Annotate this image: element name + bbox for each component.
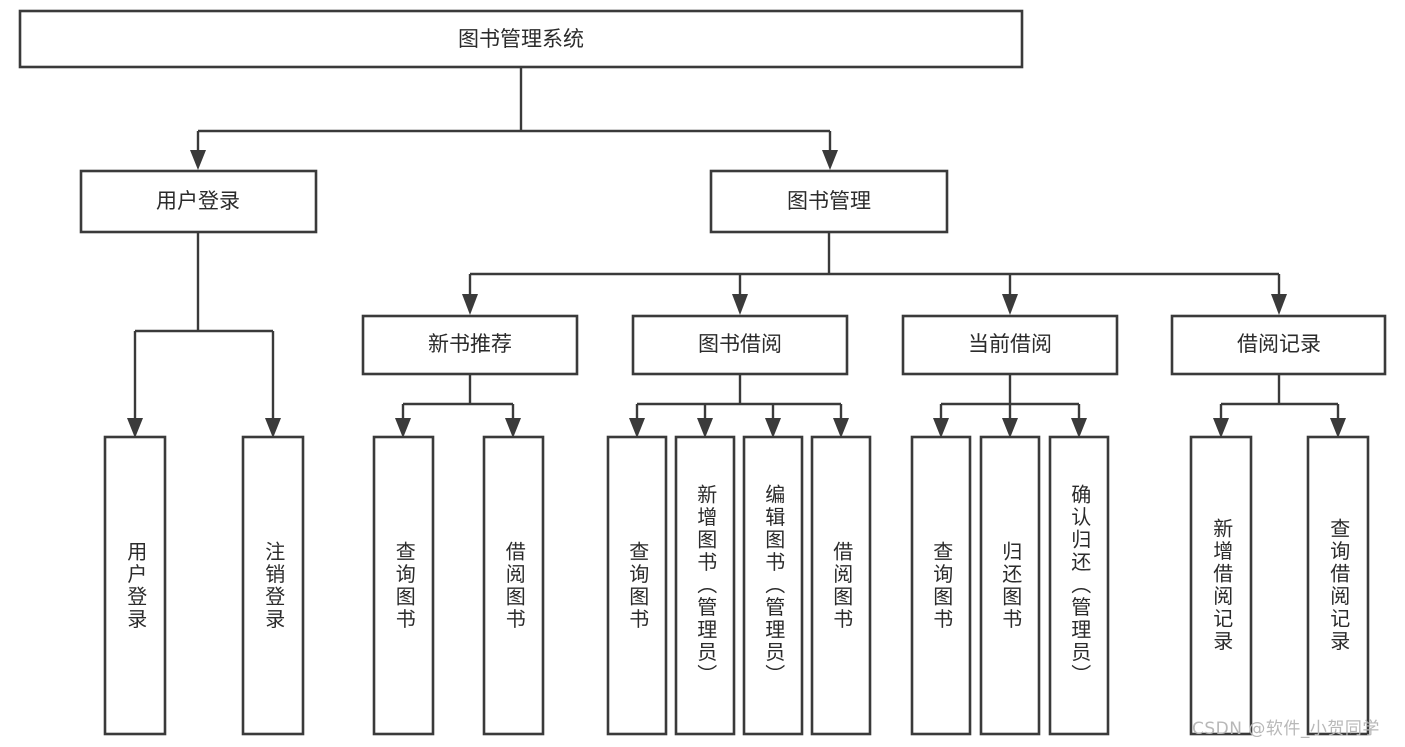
arrow-head-icon [732,294,748,315]
leaf-box-book-borrow-3[interactable] [810,435,872,736]
arrow-head-icon [505,418,521,438]
arrow-head-icon [127,418,143,438]
node-user-login-box [79,169,318,234]
leaf-box-user-login-1[interactable] [241,435,305,736]
arrow-head-icon [462,294,478,315]
arrow-head-icon [629,418,645,438]
arrow-head-icon [1271,294,1287,315]
arrow-head-icon [395,418,411,438]
leaf-box-borrow-record-0[interactable] [1189,435,1253,736]
arrow-head-icon [1213,418,1229,438]
arrow-head-icon [265,418,281,438]
arrow-head-icon [1330,418,1346,438]
leaf-box-current-borrow-1[interactable] [979,435,1041,736]
connector-user-login-to-leaves [127,232,281,438]
leaf-box-new-book-1[interactable] [482,435,545,736]
arrow-head-icon [697,418,713,438]
arrow-head-icon [1071,418,1087,438]
leaf-box-current-borrow-2[interactable] [1048,435,1110,736]
node-current-borrow-box [901,314,1119,376]
node-user-login[interactable]: 用户登录 [79,169,318,234]
leaf-box-borrow-record-1[interactable] [1306,435,1370,736]
node-current-borrow-label: 当前借阅 [968,332,1052,356]
arrow-head-icon [1002,418,1018,438]
arrow-head-icon [1002,294,1018,315]
node-new-book-recommend[interactable]: 新书推荐 [361,314,579,376]
arrow-head-icon [833,418,849,438]
connector-book-management-to-level3 [462,232,1287,315]
node-current-borrow[interactable]: 当前借阅 [901,314,1119,376]
node-book-borrow-label: 图书借阅 [698,332,782,356]
connector-current-borrow-to-leaves [933,374,1087,438]
arrow-head-icon [190,150,206,170]
node-user-login-label: 用户登录 [156,189,240,213]
node-root[interactable]: 图书管理系统 [18,9,1024,69]
leaf-box-user-login-0[interactable] [103,435,167,736]
connector-root-to-level2 [190,67,838,170]
connector-book-borrow-to-leaves [629,374,849,438]
watermark-text: CSDN @软件_小贺同学 [1192,719,1380,739]
node-book-management-label: 图书管理 [787,189,871,213]
connector-borrow-record-to-leaves [1213,374,1346,438]
node-root-label: 图书管理系统 [458,27,584,51]
node-root-box [18,9,1024,69]
leaf-box-current-borrow-0[interactable] [910,435,972,736]
node-new-book-recommend-label: 新书推荐 [428,332,512,356]
connector-new-book-recommend-to-leaves [395,374,521,438]
arrow-head-icon [933,418,949,438]
leaf-box-book-borrow-0[interactable] [606,435,668,736]
arrow-head-icon [822,150,838,170]
leaf-box-book-borrow-2[interactable] [742,435,804,736]
node-borrow-record[interactable]: 借阅记录 [1170,314,1387,376]
arrow-head-icon [765,418,781,438]
leaf-box-new-book-0[interactable] [372,435,435,736]
leaf-box-book-borrow-1[interactable] [674,435,736,736]
node-book-management[interactable]: 图书管理 [709,169,949,234]
node-new-book-recommend-box [361,314,579,376]
node-book-borrow[interactable]: 图书借阅 [631,314,849,376]
node-borrow-record-label: 借阅记录 [1237,332,1321,356]
